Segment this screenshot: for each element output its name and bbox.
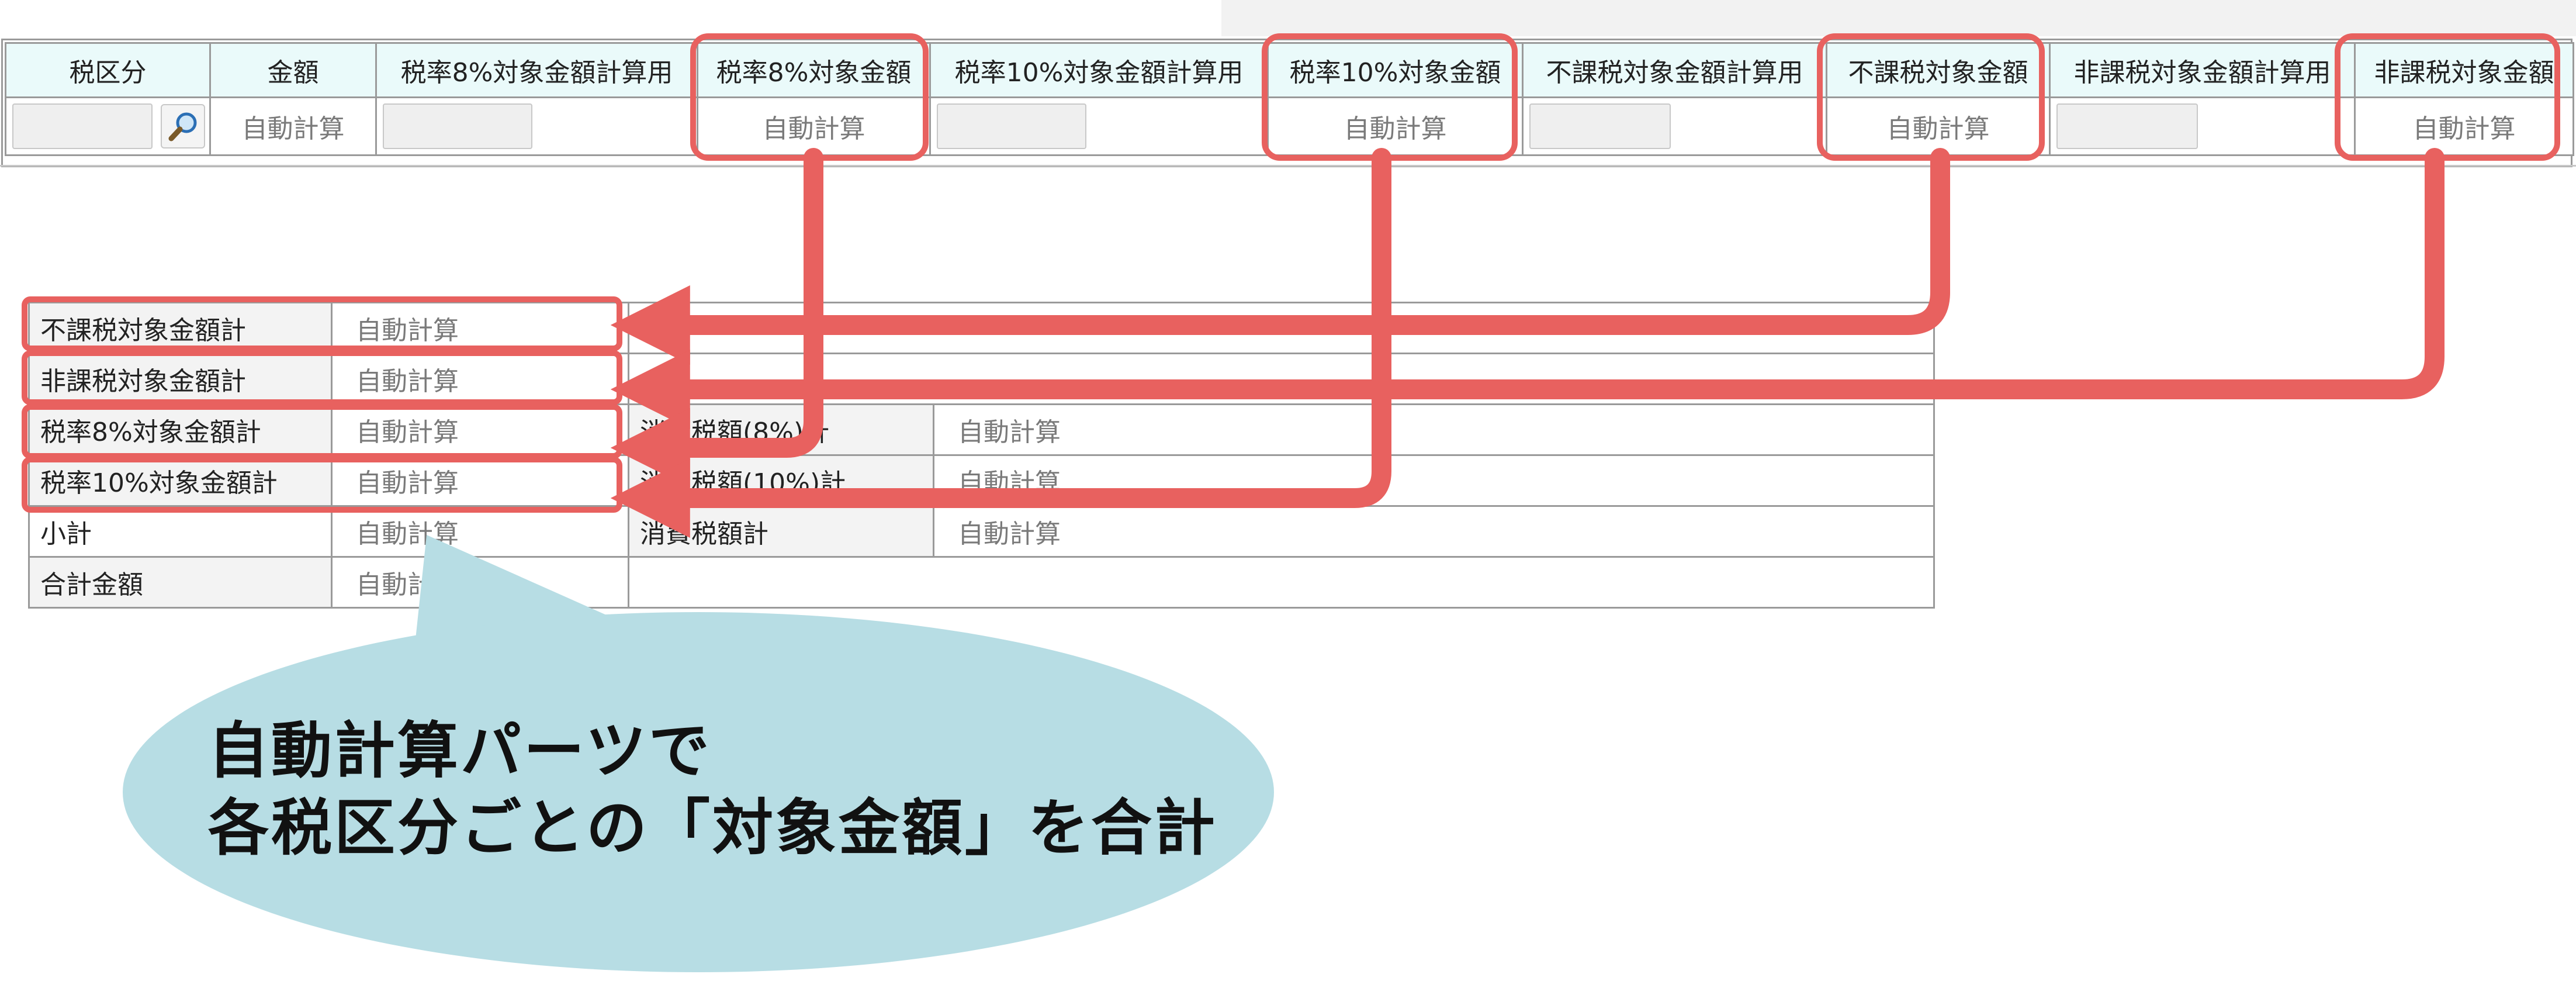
header-out-of-scope-calc: 不課税対象金額計算用 xyxy=(1522,42,1827,98)
arrow-out-of-scope xyxy=(610,148,1950,365)
top-strip xyxy=(1221,0,2576,36)
callout-line-2: 各税区分ごとの「対象金額」を合計 xyxy=(208,792,1217,863)
subtotal-label: 小計 xyxy=(28,505,333,558)
detail-table: 税区分 金額 税率8%対象金額計算用 税率8%対象金額 税率10%対象金額計算用… xyxy=(5,42,2574,156)
subtotal-value: 自動計算 xyxy=(331,505,629,558)
rate10-calc-cell xyxy=(929,96,1269,156)
exempt-total-label: 非課税対象金額計 xyxy=(28,353,333,405)
rate8-calc-cell xyxy=(375,96,698,156)
search-icon xyxy=(168,112,197,141)
arrow-exempt xyxy=(610,148,2445,429)
amount-auto: 自動計算 xyxy=(209,96,377,156)
highlight-exempt-amount xyxy=(2335,33,2560,161)
summary-row: 合計金額 自動計算 xyxy=(28,556,1935,609)
header-exempt-amount: 非課税対象金額 xyxy=(2354,42,2574,98)
exempt-calc-cell xyxy=(2049,96,2356,156)
header-rate10-calc: 税率10%対象金額計算用 xyxy=(929,42,1269,98)
highlight-rate8-total xyxy=(22,404,622,459)
summary-row: 小計 自動計算 消費税額計 自動計算 xyxy=(28,505,1935,558)
header-amount: 金額 xyxy=(209,42,377,98)
rate8-amount-auto: 自動計算 xyxy=(697,96,931,156)
arrow-rate8 xyxy=(610,148,823,488)
search-button[interactable] xyxy=(161,104,205,148)
rate10-total-value: 自動計算 xyxy=(331,454,629,507)
detail-input-row: 自動計算 自動計算 自動計算 自動計算 自動計算 xyxy=(5,96,2574,156)
highlight-rate10-amount xyxy=(1262,33,1518,161)
grand-total-label: 合計金額 xyxy=(28,556,333,609)
tax-total-value: 自動計算 xyxy=(933,505,1935,558)
highlight-out-of-scope-total xyxy=(22,296,622,351)
header-out-of-scope-amount: 不課税対象金額 xyxy=(1826,42,2051,98)
section-divider xyxy=(0,165,2576,167)
callout-line-1: 自動計算パーツで xyxy=(208,715,712,786)
header-exempt-calc: 非課税対象金額計算用 xyxy=(2049,42,2356,98)
rate10-total-label: 税率10%対象金額計 xyxy=(28,454,333,507)
exempt-amount-auto: 自動計算 xyxy=(2354,96,2574,156)
rate8-total-label: 税率8%対象金額計 xyxy=(28,403,333,456)
exempt-total-value: 自動計算 xyxy=(331,353,629,405)
tax-category-input[interactable] xyxy=(12,103,153,149)
rate10-calc-input[interactable] xyxy=(937,103,1086,149)
rate10-amount-auto: 自動計算 xyxy=(1267,96,1524,156)
callout-text: 自動計算パーツで 各税区分ごとの「対象金額」を合計 xyxy=(208,712,1217,866)
tax-category-cell xyxy=(5,96,211,156)
rate8-total-value: 自動計算 xyxy=(331,403,629,456)
highlight-exempt-total xyxy=(22,350,622,405)
header-tax-category: 税区分 xyxy=(5,42,211,98)
header-rate10-amount: 税率10%対象金額 xyxy=(1267,42,1524,98)
highlight-rate10-total xyxy=(22,457,622,513)
out-of-scope-calc-cell xyxy=(1522,96,1827,156)
exempt-calc-input[interactable] xyxy=(2056,103,2198,149)
arrow-rate10 xyxy=(610,148,1391,538)
highlight-out-of-scope-amount xyxy=(1817,33,2045,161)
rate8-calc-input[interactable] xyxy=(383,103,532,149)
callout-bubble xyxy=(123,535,1274,972)
summary-table: 不課税対象金額計 自動計算 非課税対象金額計 自動計算 税率8%対象金額計 自動… xyxy=(28,302,1935,609)
empty-cell xyxy=(628,556,1935,609)
header-rate8-calc: 税率8%対象金額計算用 xyxy=(375,42,698,98)
header-rate8-amount: 税率8%対象金額 xyxy=(697,42,931,98)
detail-header-row: 税区分 金額 税率8%対象金額計算用 税率8%対象金額 税率10%対象金額計算用… xyxy=(5,42,2574,98)
tax8-total-value: 自動計算 xyxy=(933,403,1935,456)
highlight-rate8-amount xyxy=(690,33,929,161)
out-of-scope-calc-input[interactable] xyxy=(1529,103,1671,149)
